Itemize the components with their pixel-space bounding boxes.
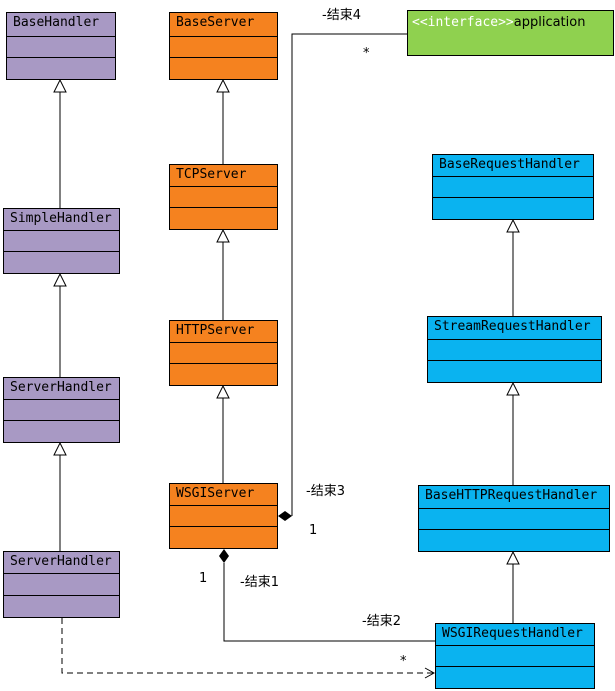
inherit-http-to-tcp <box>216 228 230 320</box>
inherit-stream-to-base <box>506 218 520 316</box>
attributes-section <box>4 231 119 252</box>
composition-server-to-requesthandler <box>219 549 435 642</box>
class-tcp-server[interactable]: TCPServer <box>169 164 278 230</box>
class-base-request-handler[interactable]: BaseRequestHandler <box>432 154 594 220</box>
attributes-section <box>170 187 277 208</box>
inherit-wsgireq-to-basehttp <box>506 550 520 623</box>
end2-multiplicity-label: * <box>400 654 407 669</box>
end4-role-label: -结束4 <box>322 8 361 23</box>
end4-multiplicity-label: * <box>363 46 370 61</box>
class-server-handler-2[interactable]: ServerHandler <box>3 551 120 618</box>
attributes-section <box>419 509 609 530</box>
class-name: WSGIServer <box>170 484 277 506</box>
operations-section <box>170 527 277 548</box>
class-name: WSGIRequestHandler <box>436 624 594 646</box>
end2-role-label: -结束2 <box>362 614 401 629</box>
inherit-tcp-to-base <box>216 78 230 164</box>
operations-section <box>7 58 115 79</box>
inherit-serverhandler-to-simple <box>53 272 67 377</box>
operations-section <box>4 252 119 273</box>
attributes-section <box>433 177 593 198</box>
interface-stereotype: <<interface>> <box>412 15 514 30</box>
operations-section <box>428 361 601 382</box>
class-stream-request-handler[interactable]: StreamRequestHandler <box>427 316 602 383</box>
class-base-server[interactable]: BaseServer <box>169 12 278 80</box>
inherit-basehttp-to-stream <box>506 381 520 485</box>
inherit-wsgi-to-http <box>216 384 230 483</box>
class-name: ServerHandler <box>4 552 119 574</box>
dependency-serverhandler-to-requesthandler <box>61 618 436 679</box>
class-server-handler[interactable]: ServerHandler <box>3 377 120 443</box>
composition-server-to-application <box>278 33 407 521</box>
class-name: BaseServer <box>170 13 277 37</box>
operations-section <box>170 364 277 385</box>
end3-multiplicity-label: 1 <box>309 523 318 538</box>
class-wsgi-request-handler[interactable]: WSGIRequestHandler <box>435 623 595 689</box>
class-http-server[interactable]: HTTPServer <box>169 320 278 386</box>
attributes-section <box>170 37 277 58</box>
operations-section <box>436 667 594 688</box>
class-name: BaseRequestHandler <box>433 155 593 177</box>
end1-role-label: -结束1 <box>240 575 279 590</box>
operations-section <box>4 596 119 617</box>
class-base-handler[interactable]: BaseHandler <box>6 12 116 80</box>
attributes-section <box>170 506 277 527</box>
end1-multiplicity-label: 1 <box>199 571 208 586</box>
class-name: StreamRequestHandler <box>428 317 601 340</box>
end3-role-label: -结束3 <box>306 484 345 499</box>
class-wsgi-server[interactable]: WSGIServer <box>169 483 278 549</box>
operations-section <box>433 198 593 219</box>
class-name: HTTPServer <box>170 321 277 343</box>
class-name: BaseHTTPRequestHandler <box>419 486 609 509</box>
attributes-section <box>170 343 277 364</box>
class-name: ServerHandler <box>4 378 119 400</box>
attributes-section <box>7 37 115 58</box>
operations-section <box>419 530 609 551</box>
class-name: BaseHandler <box>7 13 115 37</box>
interface-name: <<interface>>application <box>408 11 613 35</box>
operations-section <box>170 58 277 79</box>
class-simple-handler[interactable]: SimpleHandler <box>3 208 120 274</box>
inherit-serverhandler2-to-serverhandler <box>53 441 67 551</box>
attributes-section <box>428 340 601 361</box>
class-name: TCPServer <box>170 165 277 187</box>
attributes-section <box>436 646 594 667</box>
class-base-http-request-handler[interactable]: BaseHTTPRequestHandler <box>418 485 610 552</box>
attributes-section <box>4 574 119 596</box>
operations-section <box>4 421 119 442</box>
inherit-simple-to-base <box>53 78 67 208</box>
operations-section <box>170 208 277 229</box>
interface-application[interactable]: <<interface>>application <box>407 10 614 56</box>
class-name: SimpleHandler <box>4 209 119 231</box>
interface-title: application <box>513 15 586 30</box>
attributes-section <box>4 400 119 421</box>
